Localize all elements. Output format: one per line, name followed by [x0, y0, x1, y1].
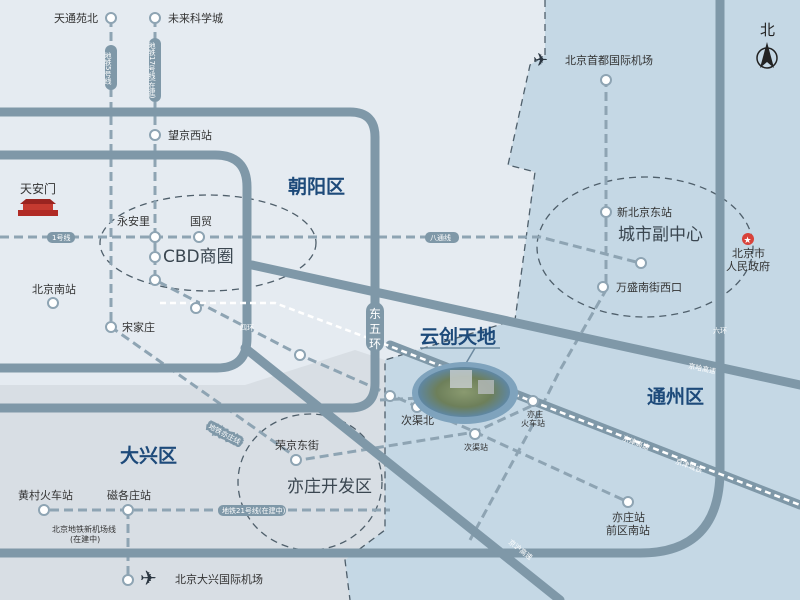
- landmark-tiananmen: 天安门: [20, 181, 56, 196]
- government-star-icon: ★: [742, 233, 754, 246]
- road-ring4: [0, 150, 252, 373]
- station-marker[interactable]: [384, 390, 396, 402]
- station-marker[interactable]: [190, 302, 202, 314]
- station-marker[interactable]: [149, 12, 161, 24]
- station-yizhuang-hc: 亦庄: [527, 409, 543, 419]
- station-marker[interactable]: [193, 231, 205, 243]
- compass-label: 北: [760, 21, 775, 39]
- road-label-r6: 六环: [713, 326, 727, 335]
- station-marker[interactable]: [149, 231, 161, 243]
- road-jinghu: [240, 343, 565, 600]
- road-ring6: [0, 0, 725, 558]
- station-yizhuang-hc-2: 火车站: [521, 418, 545, 428]
- station-marker[interactable]: [149, 251, 161, 263]
- zone-subcenter: 城市副中心: [618, 225, 703, 245]
- road-label-r4: 四环: [240, 324, 254, 332]
- metro-airport-line: [468, 78, 608, 541]
- station-marker[interactable]: [469, 428, 481, 440]
- line-label-17: 地铁17号线(在建): [148, 41, 156, 98]
- station-marker[interactable]: [149, 129, 161, 141]
- station-marker[interactable]: [122, 574, 134, 586]
- station-wansheng: 万盛南街西口: [616, 280, 682, 294]
- zone-cbd: CBD商圈: [163, 247, 234, 267]
- station-marker[interactable]: [290, 454, 302, 466]
- line-label-1: 1号线: [52, 233, 70, 242]
- line-label-batong: 八通线: [430, 233, 451, 242]
- station-wangjingxi: 望京西站: [168, 128, 212, 142]
- station-marker[interactable]: [47, 297, 59, 309]
- district-chaoyang: 朝阳区: [288, 176, 345, 198]
- stations: [38, 12, 647, 586]
- station-ciqu: 次渠站: [464, 442, 488, 452]
- station-songjiazhuang: 宋家庄: [122, 320, 155, 334]
- road-label-e5: 东: [369, 307, 381, 321]
- project-title: 云创天地: [420, 325, 496, 348]
- tiananmen-icon: [18, 199, 58, 216]
- boundary-tongzhou: [344, 0, 546, 600]
- subcenter-zone: [536, 176, 754, 318]
- station-rongjing: 荣京东街: [275, 438, 319, 452]
- airport-capital: 北京首都国际机场: [565, 53, 653, 67]
- road-jingha: [247, 260, 800, 390]
- station-tiantongyuan: 天通苑北: [54, 12, 98, 25]
- landmark-gov-2: 人民政府: [726, 259, 770, 273]
- project-photo[interactable]: [418, 367, 510, 417]
- district-daxing: 大兴区: [120, 444, 177, 467]
- road-label-e5: 五: [369, 322, 381, 336]
- daxing-region: [0, 350, 385, 600]
- road-label-e5: 环: [369, 337, 381, 351]
- station-guomao: 国贸: [190, 215, 212, 228]
- station-marker[interactable]: [527, 395, 539, 407]
- station-yizhuang-qian: 亦庄站: [612, 510, 645, 524]
- road-ring5: [0, 107, 380, 413]
- station-beijingnan: 北京南站: [32, 282, 76, 296]
- airplane-icon: ✈: [140, 566, 157, 590]
- station-marker[interactable]: [149, 274, 161, 286]
- station-huangcun: 黄村火车站: [18, 488, 73, 502]
- tongzhou-region: [345, 0, 800, 600]
- station-marker[interactable]: [294, 349, 306, 361]
- airplane-icon: ✈: [533, 50, 548, 71]
- line-label-5: 地铁5号线: [104, 51, 112, 84]
- line-label-21: 地铁21号线(在建中): [222, 506, 286, 515]
- station-xinbeijingdong: 新北京东站: [617, 205, 672, 219]
- station-weilai: 未来科学城: [168, 11, 223, 25]
- district-tongzhou: 通州区: [647, 386, 704, 408]
- station-marker[interactable]: [105, 12, 117, 24]
- landmark-gov: 北京市: [732, 246, 765, 260]
- station-yizhuang-qian-2: 前区南站: [606, 523, 650, 537]
- station-marker[interactable]: [105, 321, 117, 333]
- zone-yizhuang: 亦庄开发区: [287, 477, 372, 497]
- station-ciqubei: 次渠北: [401, 413, 434, 427]
- station-marker[interactable]: [635, 257, 647, 269]
- station-marker[interactable]: [122, 504, 134, 516]
- line-label-new-airport: 北京地铁新机场线: [52, 524, 116, 534]
- station-marker[interactable]: [597, 281, 609, 293]
- station-cigezhuang: 磁各庄站: [107, 488, 151, 502]
- station-marker[interactable]: [622, 496, 634, 508]
- north-arrow-icon: [756, 42, 778, 69]
- station-marker[interactable]: [600, 206, 612, 218]
- airport-daxing: 北京大兴国际机场: [175, 572, 263, 586]
- line-label-new-airport-status: (在建中): [70, 534, 100, 544]
- svg-text:★: ★: [744, 236, 752, 246]
- station-yonganli: 永安里: [117, 214, 150, 228]
- station-marker[interactable]: [600, 74, 612, 86]
- cbd-zone: [99, 194, 317, 292]
- station-marker[interactable]: [38, 504, 50, 516]
